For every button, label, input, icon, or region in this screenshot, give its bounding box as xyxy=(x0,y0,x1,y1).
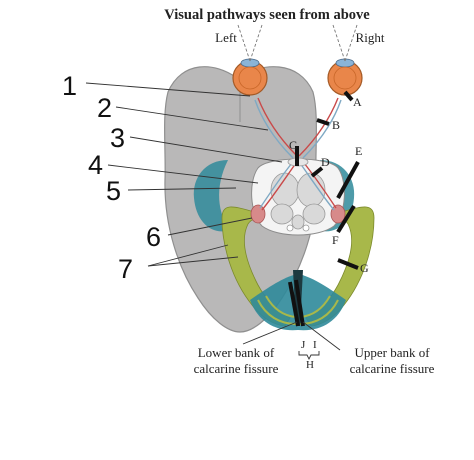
brain-outline xyxy=(164,66,317,333)
number-4: 4 xyxy=(88,150,103,180)
number-3: 3 xyxy=(110,123,125,153)
lower-bank-label-1: Lower bank of xyxy=(198,345,275,360)
number-5: 5 xyxy=(106,176,121,206)
lgn-right xyxy=(330,204,346,224)
label-right-eye: Right xyxy=(356,30,385,45)
lower-bank-label-2: calcarine fissure xyxy=(194,361,279,376)
letter-labels: A B C D E F G H I J xyxy=(289,95,369,371)
upper-bank-label-1: Upper bank of xyxy=(354,345,430,360)
colliculi xyxy=(286,224,310,232)
letter-j: J xyxy=(301,339,306,351)
letter-c: C xyxy=(289,138,297,152)
lgn-left xyxy=(250,204,266,224)
optic-tracts xyxy=(259,162,337,211)
right-eye xyxy=(327,58,363,96)
number-1: 1 xyxy=(62,71,77,101)
visual-field-lines xyxy=(237,24,358,62)
number-7: 7 xyxy=(118,254,133,284)
label-left-eye: Left xyxy=(215,30,237,45)
number-2: 2 xyxy=(97,93,112,123)
letter-a: A xyxy=(353,95,362,109)
calcarine-labels: Lower bank of calcarine fissure Upper ba… xyxy=(194,321,435,376)
diagram-title: Visual pathways seen from above xyxy=(164,7,370,23)
letter-b: B xyxy=(332,118,340,132)
left-eye xyxy=(232,58,268,96)
temporal-cortex-left xyxy=(193,160,230,232)
letter-f: F xyxy=(332,233,339,247)
letter-h: H xyxy=(306,359,314,371)
brace-jih xyxy=(298,351,320,361)
number-leader-lines xyxy=(85,82,283,267)
letter-g: G xyxy=(360,261,369,275)
upper-bank-label-2: calcarine fissure xyxy=(350,361,435,376)
optic-nerves xyxy=(254,97,342,159)
letter-i: I xyxy=(313,339,317,351)
lesion-bars xyxy=(288,90,360,327)
letter-d: D xyxy=(321,155,330,169)
letter-e: E xyxy=(355,144,362,158)
number-6: 6 xyxy=(146,222,161,252)
number-labels: 1 2 3 4 5 6 7 xyxy=(62,71,161,284)
